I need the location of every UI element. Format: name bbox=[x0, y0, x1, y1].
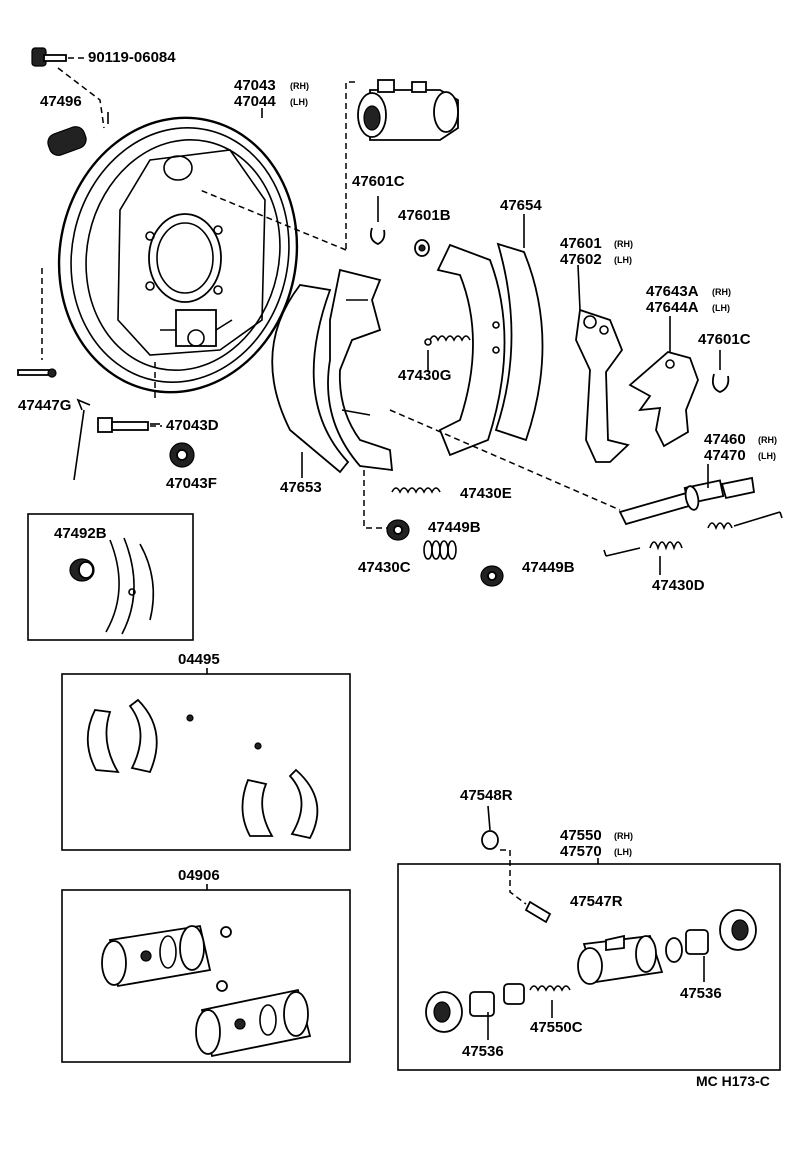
label-47653: 47653 bbox=[280, 479, 322, 496]
bleeder-cap-47548R bbox=[481, 805, 499, 850]
backing-plate bbox=[57, 116, 299, 394]
spring-47430C bbox=[423, 540, 457, 560]
inset-47492B bbox=[27, 513, 194, 641]
plug-47496 bbox=[47, 126, 87, 156]
label-47547R: 47547R bbox=[570, 893, 623, 910]
label-47449B-a: 47449B bbox=[428, 519, 481, 536]
wheel-cylinder-47043 bbox=[199, 79, 459, 251]
label-47601C-right: 47601C bbox=[698, 331, 751, 348]
washer-47601B bbox=[414, 239, 430, 257]
label-47430C: 47430C bbox=[358, 559, 411, 576]
label-47570: 47570 bbox=[560, 843, 602, 860]
pin-47043D bbox=[97, 362, 162, 433]
label-04495: 04495 bbox=[178, 651, 220, 668]
label-47644A-side: (LH) bbox=[712, 303, 730, 313]
label-47548R: 47548R bbox=[460, 787, 513, 804]
nut-47043F bbox=[169, 442, 195, 468]
adjuster-lever-47643A bbox=[628, 351, 699, 448]
diagram-code: MC H173-C bbox=[696, 1073, 770, 1089]
label-47643A: 47643A bbox=[646, 283, 699, 300]
part-labels: 90119-06084 47496 47043 (RH) 47044 (LH) … bbox=[18, 49, 777, 1089]
label-47470: 47470 bbox=[704, 447, 746, 464]
label-47601C-top: 47601C bbox=[352, 173, 405, 190]
label-47043: 47043 bbox=[234, 77, 276, 94]
label-47460: 47460 bbox=[704, 431, 746, 448]
label-47550: 47550 bbox=[560, 827, 602, 844]
spring-47430D bbox=[603, 511, 783, 557]
clip-47601C bbox=[369, 196, 386, 245]
label-47430E: 47430E bbox=[460, 485, 512, 502]
label-47601B: 47601B bbox=[398, 207, 451, 224]
label-47044: 47044 bbox=[234, 93, 276, 110]
leader-lines bbox=[107, 108, 721, 575]
label-47430G: 47430G bbox=[398, 367, 451, 384]
brake-shoe-47653 bbox=[271, 268, 394, 474]
brake-shoe-47654 bbox=[436, 242, 544, 457]
kit-04906 bbox=[61, 884, 351, 1063]
label-47654: 47654 bbox=[500, 197, 542, 214]
label-47536-right: 47536 bbox=[680, 985, 722, 1002]
label-47643A-side: (RH) bbox=[712, 287, 731, 297]
retainer-47449B-b bbox=[480, 565, 504, 587]
stud-47447G bbox=[17, 268, 91, 481]
parking-lever-47601 bbox=[575, 308, 630, 463]
label-47044-side: (LH) bbox=[290, 97, 308, 107]
spring-47430G bbox=[424, 335, 471, 346]
label-47570-side: (LH) bbox=[614, 847, 632, 857]
label-90119-06084: 90119-06084 bbox=[88, 49, 176, 66]
label-47602-side: (LH) bbox=[614, 255, 632, 265]
label-47496: 47496 bbox=[40, 93, 82, 110]
label-47602: 47602 bbox=[560, 251, 602, 268]
label-47550C: 47550C bbox=[530, 1019, 583, 1036]
wheel-cylinder-47550 bbox=[397, 849, 781, 1071]
adjuster-47460 bbox=[389, 409, 756, 526]
label-47644A: 47644A bbox=[646, 299, 699, 316]
label-47536-left: 47536 bbox=[462, 1043, 504, 1060]
label-47601-side: (RH) bbox=[614, 239, 633, 249]
label-47430D: 47430D bbox=[652, 577, 705, 594]
retainer-47449B-a bbox=[386, 519, 410, 541]
spring-47430E bbox=[363, 470, 441, 529]
label-47601: 47601 bbox=[560, 235, 602, 252]
label-47043D: 47043D bbox=[166, 417, 219, 434]
label-47043F: 47043F bbox=[166, 475, 217, 492]
label-47550-side: (RH) bbox=[614, 831, 633, 841]
clip-47601C-right bbox=[711, 373, 730, 393]
kit-04495 bbox=[61, 668, 351, 851]
label-47470-side: (LH) bbox=[758, 451, 776, 461]
label-47043-side: (RH) bbox=[290, 81, 309, 91]
label-47492B: 47492B bbox=[54, 525, 107, 542]
label-47449B-b: 47449B bbox=[522, 559, 575, 576]
label-04906: 04906 bbox=[178, 867, 220, 884]
label-47447G: 47447G bbox=[18, 397, 71, 414]
label-47460-side: (RH) bbox=[758, 435, 777, 445]
bolt-90119 bbox=[31, 47, 105, 129]
